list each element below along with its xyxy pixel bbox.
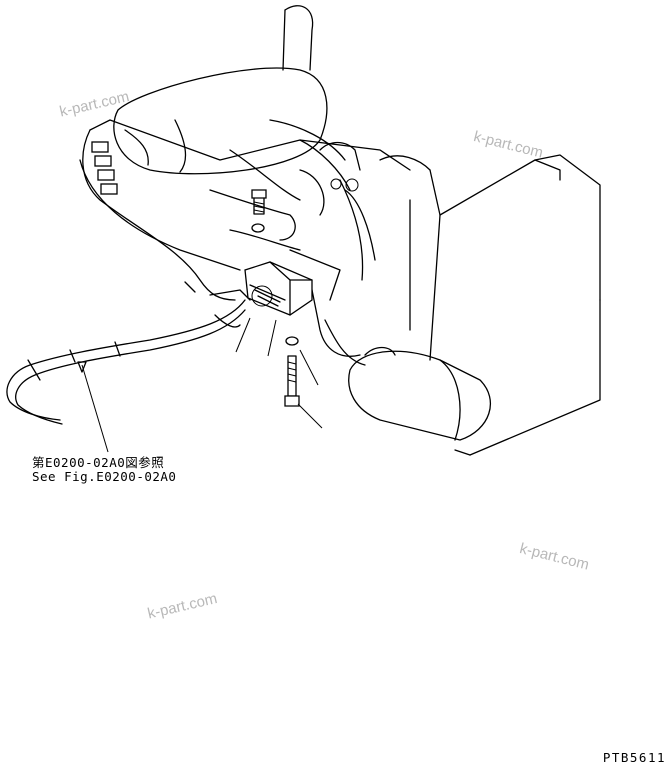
engine-block: [79, 119, 411, 357]
reference-label-japanese: 第E0200-02A0図参照: [32, 455, 165, 470]
radiator: [379, 154, 601, 456]
bolt-top: [251, 189, 267, 233]
reference-label-english: See Fig.E0200-02A0: [32, 469, 177, 484]
leader-lines: [77, 317, 323, 453]
controller-box: [244, 261, 313, 316]
intake-pipe: [319, 141, 376, 261]
drawing-code: PTB5611: [602, 750, 666, 765]
air-cleaner: [324, 319, 491, 441]
wire-harness: [6, 129, 251, 425]
bolt-bottom: [284, 336, 300, 407]
muffler: [113, 5, 328, 175]
